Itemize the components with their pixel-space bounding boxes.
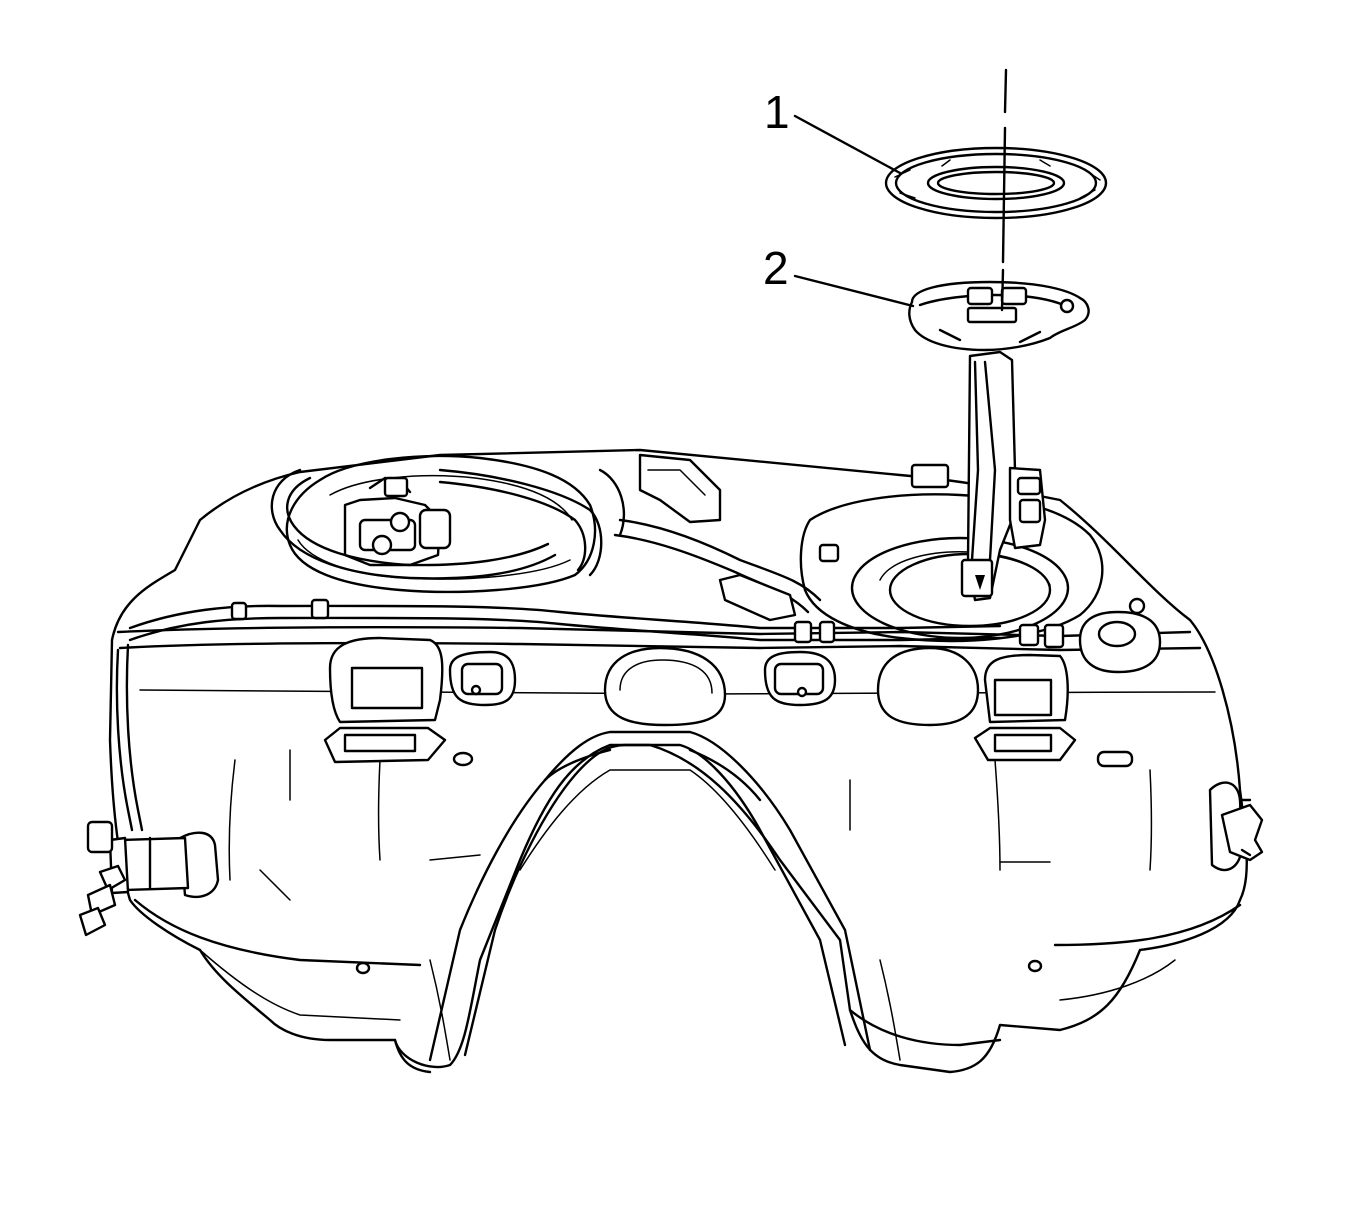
left-side-fittings: [78, 820, 220, 937]
fuel-tank: [108, 448, 1248, 1074]
callout-1: 1: [764, 86, 902, 175]
tank-top-components: [115, 350, 1162, 832]
callout-label-2: 2: [763, 242, 789, 294]
assembly-centerline: [1000, 68, 1008, 312]
callout-label-1: 1: [764, 86, 790, 138]
callout-2: 2: [763, 242, 915, 308]
lock-ring-item-1: [884, 146, 1108, 220]
right-side-fittings: [1208, 781, 1264, 872]
module-flange-item-2: [908, 280, 1090, 352]
tank-outline: [108, 448, 1248, 1074]
